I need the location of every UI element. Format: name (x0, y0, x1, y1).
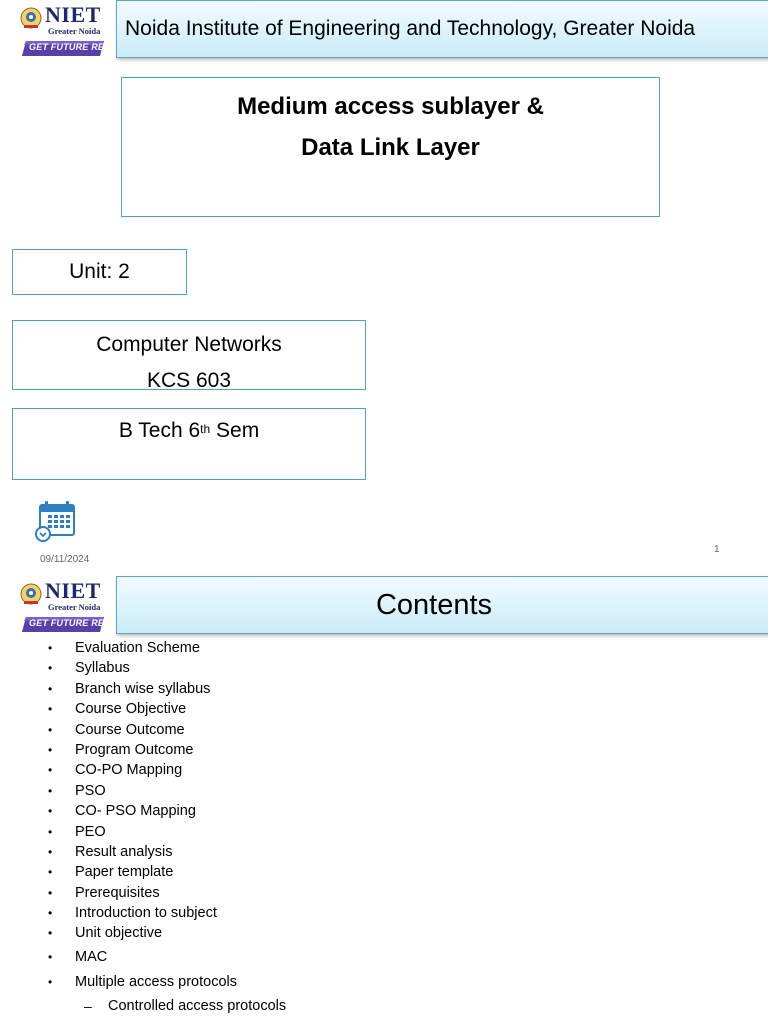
logo-name: NIET (45, 578, 101, 603)
tagline-badge-icon (22, 41, 104, 56)
crest-icon (20, 583, 42, 605)
list-item-text: MAC (75, 948, 108, 965)
bullet: • (48, 844, 53, 859)
list-item: • MAC (0, 947, 768, 969)
list-item: • Introduction to subject (0, 903, 768, 923)
list-item: • Prerequisites (0, 883, 768, 903)
contents-header: Contents (116, 576, 768, 634)
list-item: • Course Outcome (0, 720, 768, 740)
semester-box: B Tech 6th Sem (12, 408, 366, 480)
title-line-2: Data Link Layer (301, 134, 480, 161)
bullet: • (48, 763, 53, 778)
logo-tagline: GET FUTURE READY (29, 618, 124, 628)
institute-name: Noida Institute of Engineering and Techn… (125, 17, 696, 40)
logo-tagline: GET FUTURE READY (29, 42, 124, 52)
list-item-text: Multiple access protocols (75, 973, 237, 990)
crest-icon (20, 7, 42, 29)
list-item-text: Introduction to subject (75, 905, 217, 922)
course-name: Computer Networks (96, 333, 282, 356)
course-box: Computer Networks KCS 603 (12, 320, 366, 392)
list-item-text: Prerequisites (75, 884, 160, 901)
slide-number: 1 (714, 544, 720, 555)
contents-list: • Evaluation Scheme • Syllabus • Branch wis… (0, 638, 768, 1018)
bullet: • (48, 949, 53, 964)
bullet: • (48, 641, 53, 655)
list-item-text: Course Outcome (75, 721, 185, 738)
list-item-text: Paper template (75, 864, 174, 881)
title-box: Medium access sublayer & Data Link Layer (121, 77, 660, 217)
list-item-text: PSO (75, 782, 106, 799)
list-item: • Evaluation Scheme (0, 638, 768, 658)
slide-2: NIET Greater Noida GET FUTURE READY Cont… (0, 572, 768, 1024)
bullet: • (48, 722, 53, 737)
list-item: • Result analysis (0, 842, 768, 862)
course-code: KCS 603 (146, 369, 232, 392)
list-item-text: Unit objective (75, 925, 163, 942)
bullet: • (48, 926, 53, 941)
list-item: • PSO (0, 781, 768, 801)
list-item: • PEO (0, 822, 768, 842)
list-item-text: Syllabus (75, 660, 130, 677)
tagline-badge-icon (22, 617, 104, 632)
sub-list-item: –Controlled access protocols (0, 994, 768, 1018)
bullet: • (48, 865, 53, 880)
sub-list-item-text: Controlled access protocols (108, 997, 287, 1014)
list-item: • CO- PSO Mapping (0, 801, 768, 821)
list-item-text: Course Objective (75, 701, 187, 718)
bullet: • (48, 661, 53, 676)
list-item-text: PEO (75, 823, 106, 840)
bullet: • (48, 906, 53, 921)
list-item: • Multiple access protocols (0, 972, 768, 994)
contents-title: Contents (375, 588, 493, 621)
bullet: • (48, 702, 53, 717)
niet-logo: NIET Greater Noida GET FUTURE READY (18, 578, 124, 636)
list-item-text: CO- PSO Mapping (75, 803, 196, 820)
bullet: • (48, 681, 53, 696)
list-item: • Unit objective (0, 923, 768, 943)
bullet: • (48, 804, 53, 819)
semester-prefix: B Tech 6 (118, 419, 201, 442)
logo-name: NIET (45, 2, 101, 27)
bullet: • (48, 974, 53, 989)
sub-bullet: – (84, 997, 92, 1014)
bullet: • (48, 783, 53, 798)
institute-header: Noida Institute of Engineering and Techn… (116, 0, 768, 58)
title-line-1: Medium access sublayer & (237, 93, 544, 120)
calendar-icon (35, 501, 75, 542)
list-item: • Course Objective (0, 699, 768, 719)
list-item: • Branch wise syllabus (0, 679, 768, 699)
list-item: • Paper template (0, 862, 768, 882)
list-item-text: Evaluation Scheme (75, 640, 200, 656)
list-item-text: Result analysis (75, 843, 173, 860)
logo-location: Greater Noida (48, 602, 101, 612)
bullet: • (48, 885, 53, 900)
unit-label: Unit: 2 (69, 260, 130, 283)
semester-suffix: Sem (210, 419, 260, 442)
logo-location: Greater Noida (48, 26, 101, 36)
semester-sup: th (200, 422, 211, 436)
list-item-text: Program Outcome (75, 741, 194, 758)
list-item: • Program Outcome (0, 740, 768, 760)
bullet: • (48, 742, 53, 757)
list-item-text: Branch wise syllabus (75, 680, 211, 697)
unit-box: Unit: 2 (12, 249, 187, 295)
slide-date: 09/11/2024 (40, 554, 90, 565)
list-item-text: CO-PO Mapping (75, 762, 183, 779)
niet-logo: NIET Greater Noida GET FUTURE READY (18, 2, 124, 60)
list-item: • Syllabus (0, 658, 768, 678)
slide-1: NIET Greater Noida GET FUTURE READY Noid… (12, 0, 768, 565)
bullet: • (48, 824, 53, 839)
list-item: • CO-PO Mapping (0, 760, 768, 780)
